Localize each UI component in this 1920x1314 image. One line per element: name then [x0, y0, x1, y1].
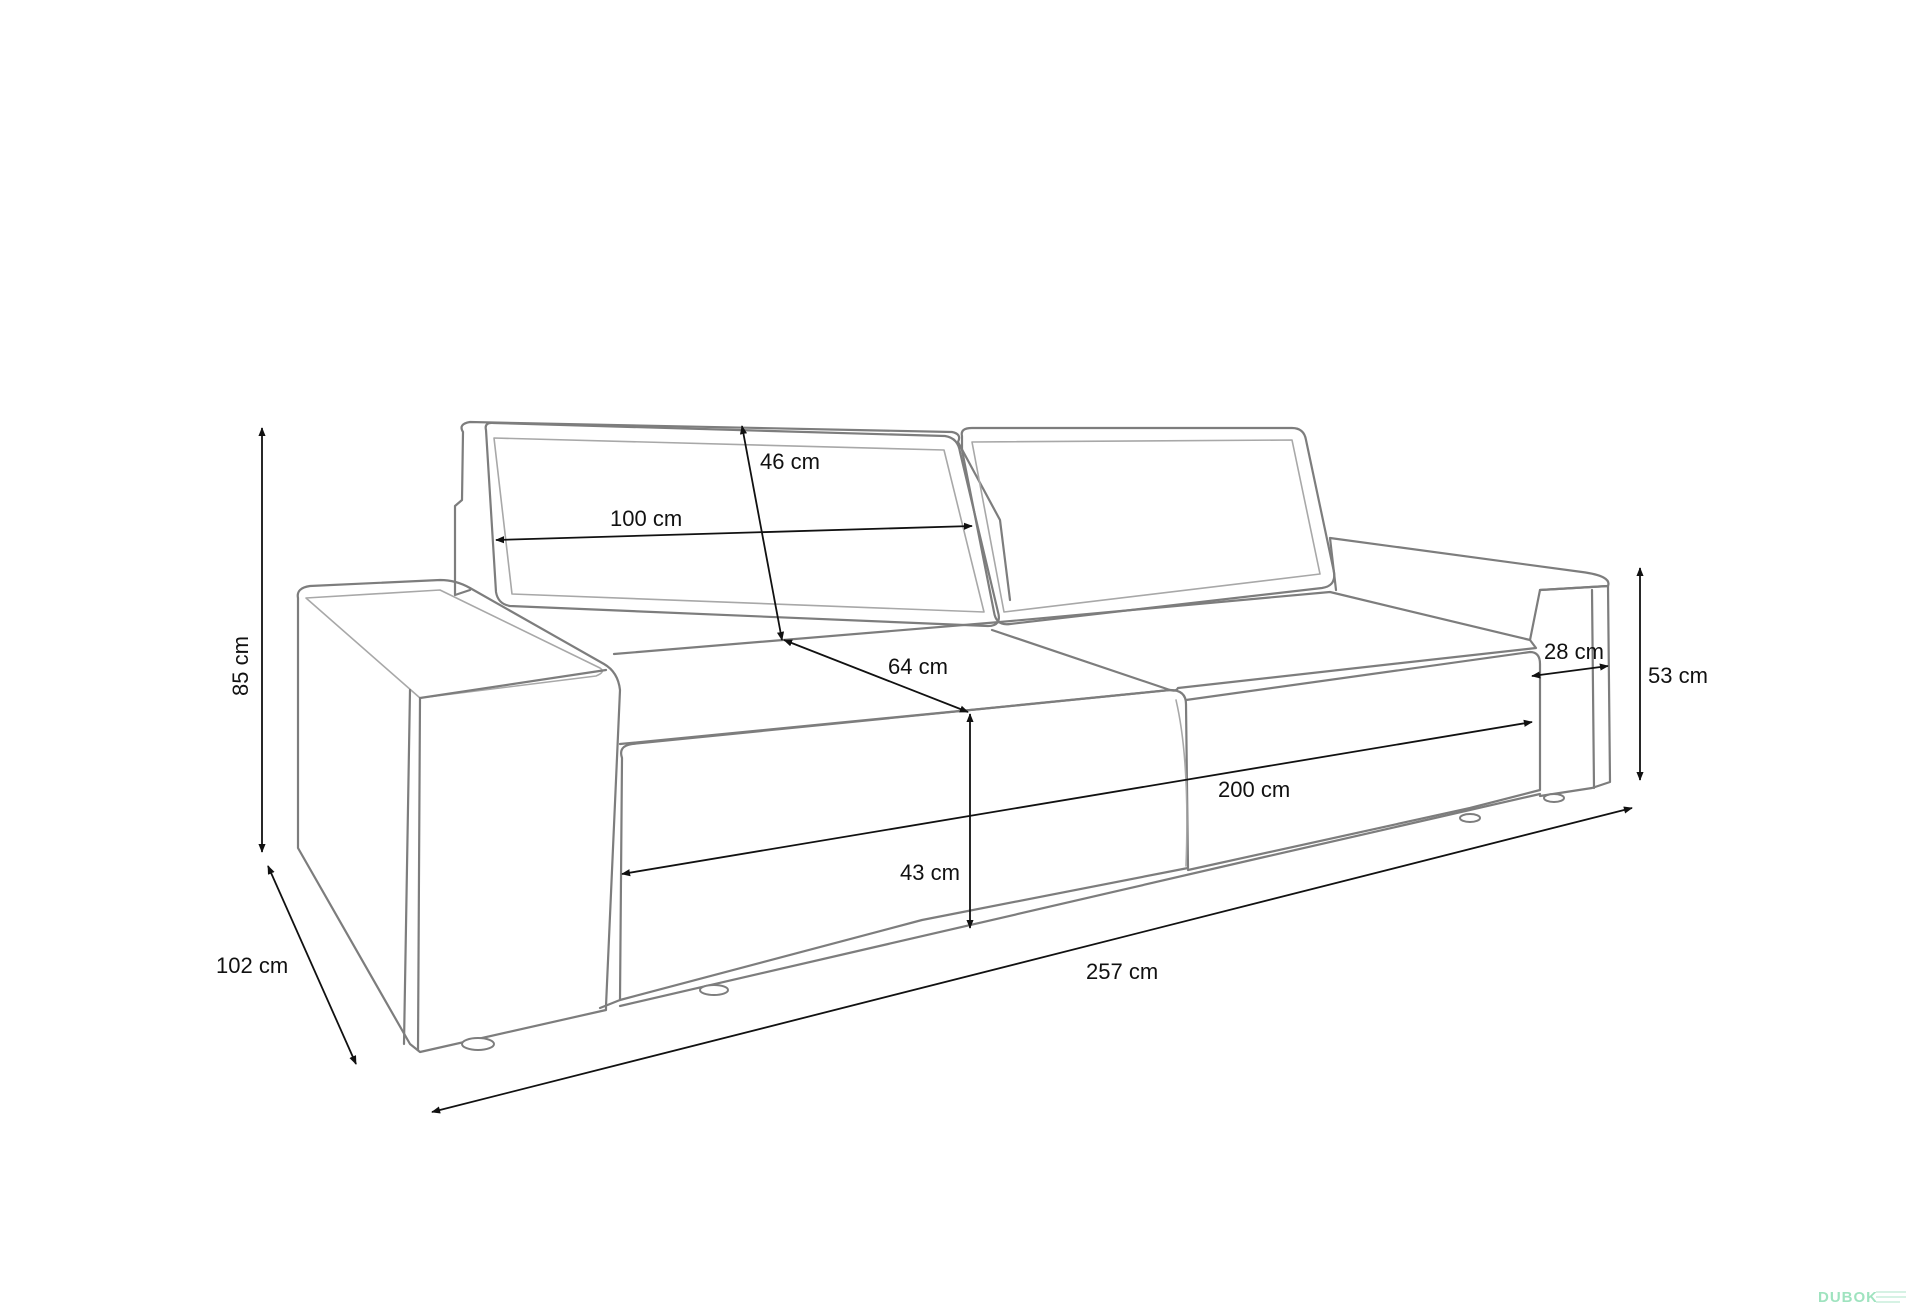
- foot-left-front: [461, 1037, 495, 1051]
- label-backrest-height: 46 cm: [760, 449, 820, 474]
- dimension-labels: 85 cm 102 cm 257 cm 100 cm 46 cm 64 cm 4…: [216, 449, 1708, 984]
- label-seat-depth: 64 cm: [888, 654, 948, 679]
- dim-backrest-height-line: [739, 425, 785, 641]
- label-total-width: 257 cm: [1086, 959, 1158, 984]
- label-armrest-width: 28 cm: [1544, 639, 1604, 664]
- dimension-lines: [258, 425, 1644, 1114]
- left-back-cushion: [484, 421, 1000, 628]
- label-backrest-width: 100 cm: [610, 506, 682, 531]
- left-arm: [296, 578, 622, 1054]
- foot-right-front: [1459, 813, 1481, 823]
- seat-front-right: [1184, 650, 1542, 872]
- watermark-logo: DUBOK: [1818, 1289, 1906, 1306]
- label-armrest-height: 53 cm: [1648, 663, 1708, 688]
- back-frame: [453, 420, 1012, 602]
- left-arm-top-piping: [305, 589, 604, 699]
- seat-top: [612, 590, 1538, 746]
- label-height: 85 cm: [228, 636, 253, 696]
- foot-right-back: [1543, 793, 1565, 803]
- seat-front-left: [618, 688, 1190, 1002]
- sofa-drawing: [296, 420, 1612, 1054]
- dim-seat-width-line: [621, 719, 1533, 877]
- label-seat-width: 200 cm: [1218, 777, 1290, 802]
- left-arm-front: [402, 668, 608, 1052]
- foot-middle-front: [699, 984, 729, 996]
- base-line: [598, 792, 1542, 1010]
- left-back-cushion-piping: [493, 437, 985, 613]
- right-back-cushion-piping: [971, 439, 1321, 613]
- seat-divider: [990, 628, 1172, 692]
- right-arm-side: [1538, 584, 1612, 798]
- dim-backrest-width-line: [495, 522, 973, 544]
- dim-seat-depth-line: [783, 639, 969, 713]
- dim-armrest-width-line: [1531, 663, 1609, 679]
- watermark-text: DUBOK: [1818, 1289, 1878, 1306]
- dim-depth-line: [267, 865, 357, 1065]
- label-seat-height: 43 cm: [900, 860, 960, 885]
- label-depth: 102 cm: [216, 953, 288, 978]
